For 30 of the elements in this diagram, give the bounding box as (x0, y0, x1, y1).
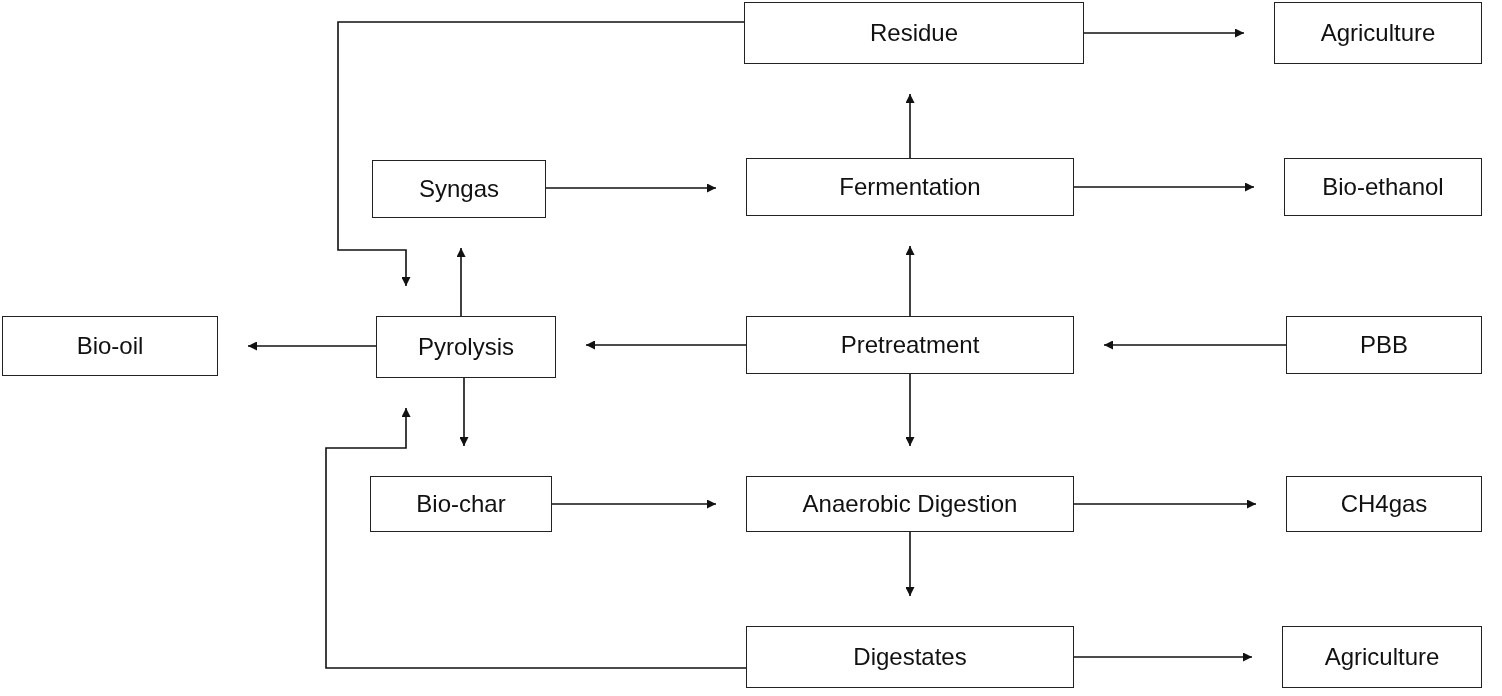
process-box (2, 316, 218, 376)
process-box (746, 626, 1074, 688)
box-label: Pretreatment (840, 331, 980, 359)
process-box (1286, 476, 1482, 532)
box-label: Bio-char (416, 490, 506, 518)
box-label: Digestates (853, 643, 967, 671)
box-label: Bio-ethanol (1322, 173, 1444, 201)
arrow (337, 21, 745, 287)
process-box (1282, 626, 1482, 688)
process-box (376, 316, 556, 378)
box-label: Anaerobic Digestion (802, 490, 1018, 518)
box-label: Pyrolysis (418, 333, 514, 361)
box-label: PBB (1360, 331, 1408, 359)
process-box (370, 476, 552, 532)
box-label: Agriculture (1320, 19, 1436, 47)
box-label: CH4gas (1340, 490, 1428, 518)
process-box (372, 160, 546, 218)
box-label: Syngas (418, 175, 500, 203)
arrow (325, 407, 747, 669)
process-box (746, 476, 1074, 532)
process-box (1274, 2, 1482, 64)
process-box (1286, 316, 1482, 374)
process-box (746, 158, 1074, 216)
box-label: Fermentation (839, 173, 981, 201)
process-box (746, 316, 1074, 374)
process-box (1284, 158, 1482, 216)
box-label: Residue (869, 19, 959, 47)
box-label: Agriculture (1324, 643, 1440, 671)
process-box (744, 2, 1084, 64)
box-label: Bio-oil (76, 332, 144, 360)
